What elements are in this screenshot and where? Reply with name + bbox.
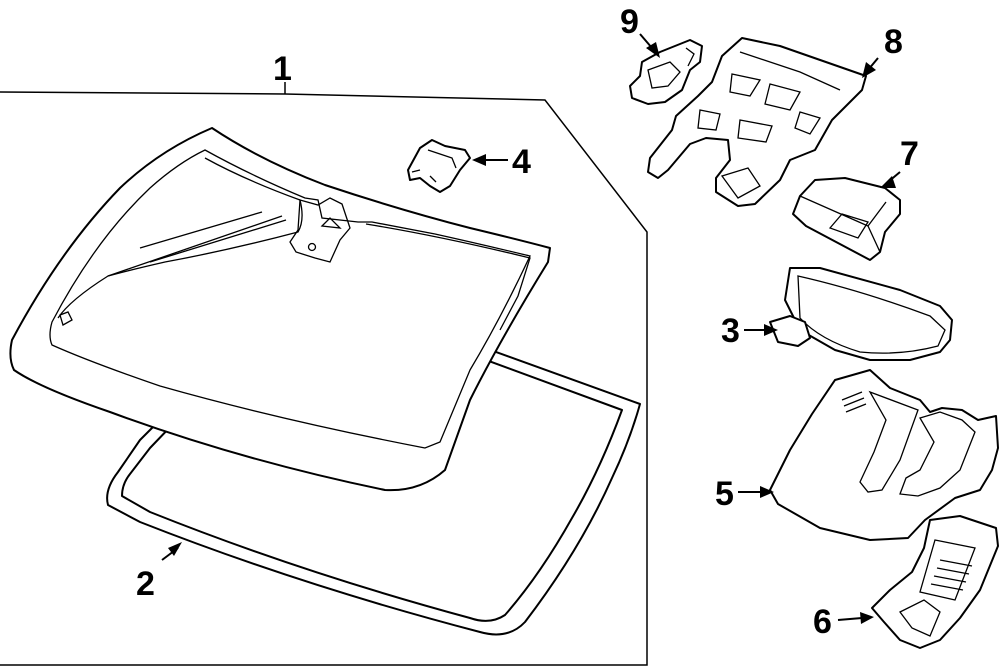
callout-8: 8 xyxy=(884,23,903,61)
leader-line-6 xyxy=(837,612,874,624)
callout-3: 3 xyxy=(721,312,740,350)
leader-line-2 xyxy=(161,542,182,561)
leader-line-3 xyxy=(744,324,778,336)
callout-4: 4 xyxy=(512,143,531,181)
leader-line-7 xyxy=(880,171,901,188)
callout-2: 2 xyxy=(136,565,155,603)
mounting-bracket-part xyxy=(647,37,867,207)
clip-part xyxy=(407,139,471,193)
leader-line-8 xyxy=(862,57,879,78)
callout-9: 9 xyxy=(620,3,639,41)
windshield-group-frame xyxy=(0,82,648,666)
leader-line-4 xyxy=(472,154,508,166)
callout-7: 7 xyxy=(900,135,919,173)
leader-line-5 xyxy=(738,486,774,498)
callout-5: 5 xyxy=(715,475,734,513)
callout-1: 1 xyxy=(273,50,292,88)
control-module-part xyxy=(792,177,901,261)
leader-line-9 xyxy=(639,33,660,58)
callout-6: 6 xyxy=(813,603,832,641)
sensor-connector-part xyxy=(629,39,703,105)
mirror-cover-part xyxy=(769,369,999,541)
rearview-mirror-part xyxy=(769,267,953,361)
windshield-glass-part xyxy=(9,127,551,492)
lower-trim-part xyxy=(871,515,999,649)
